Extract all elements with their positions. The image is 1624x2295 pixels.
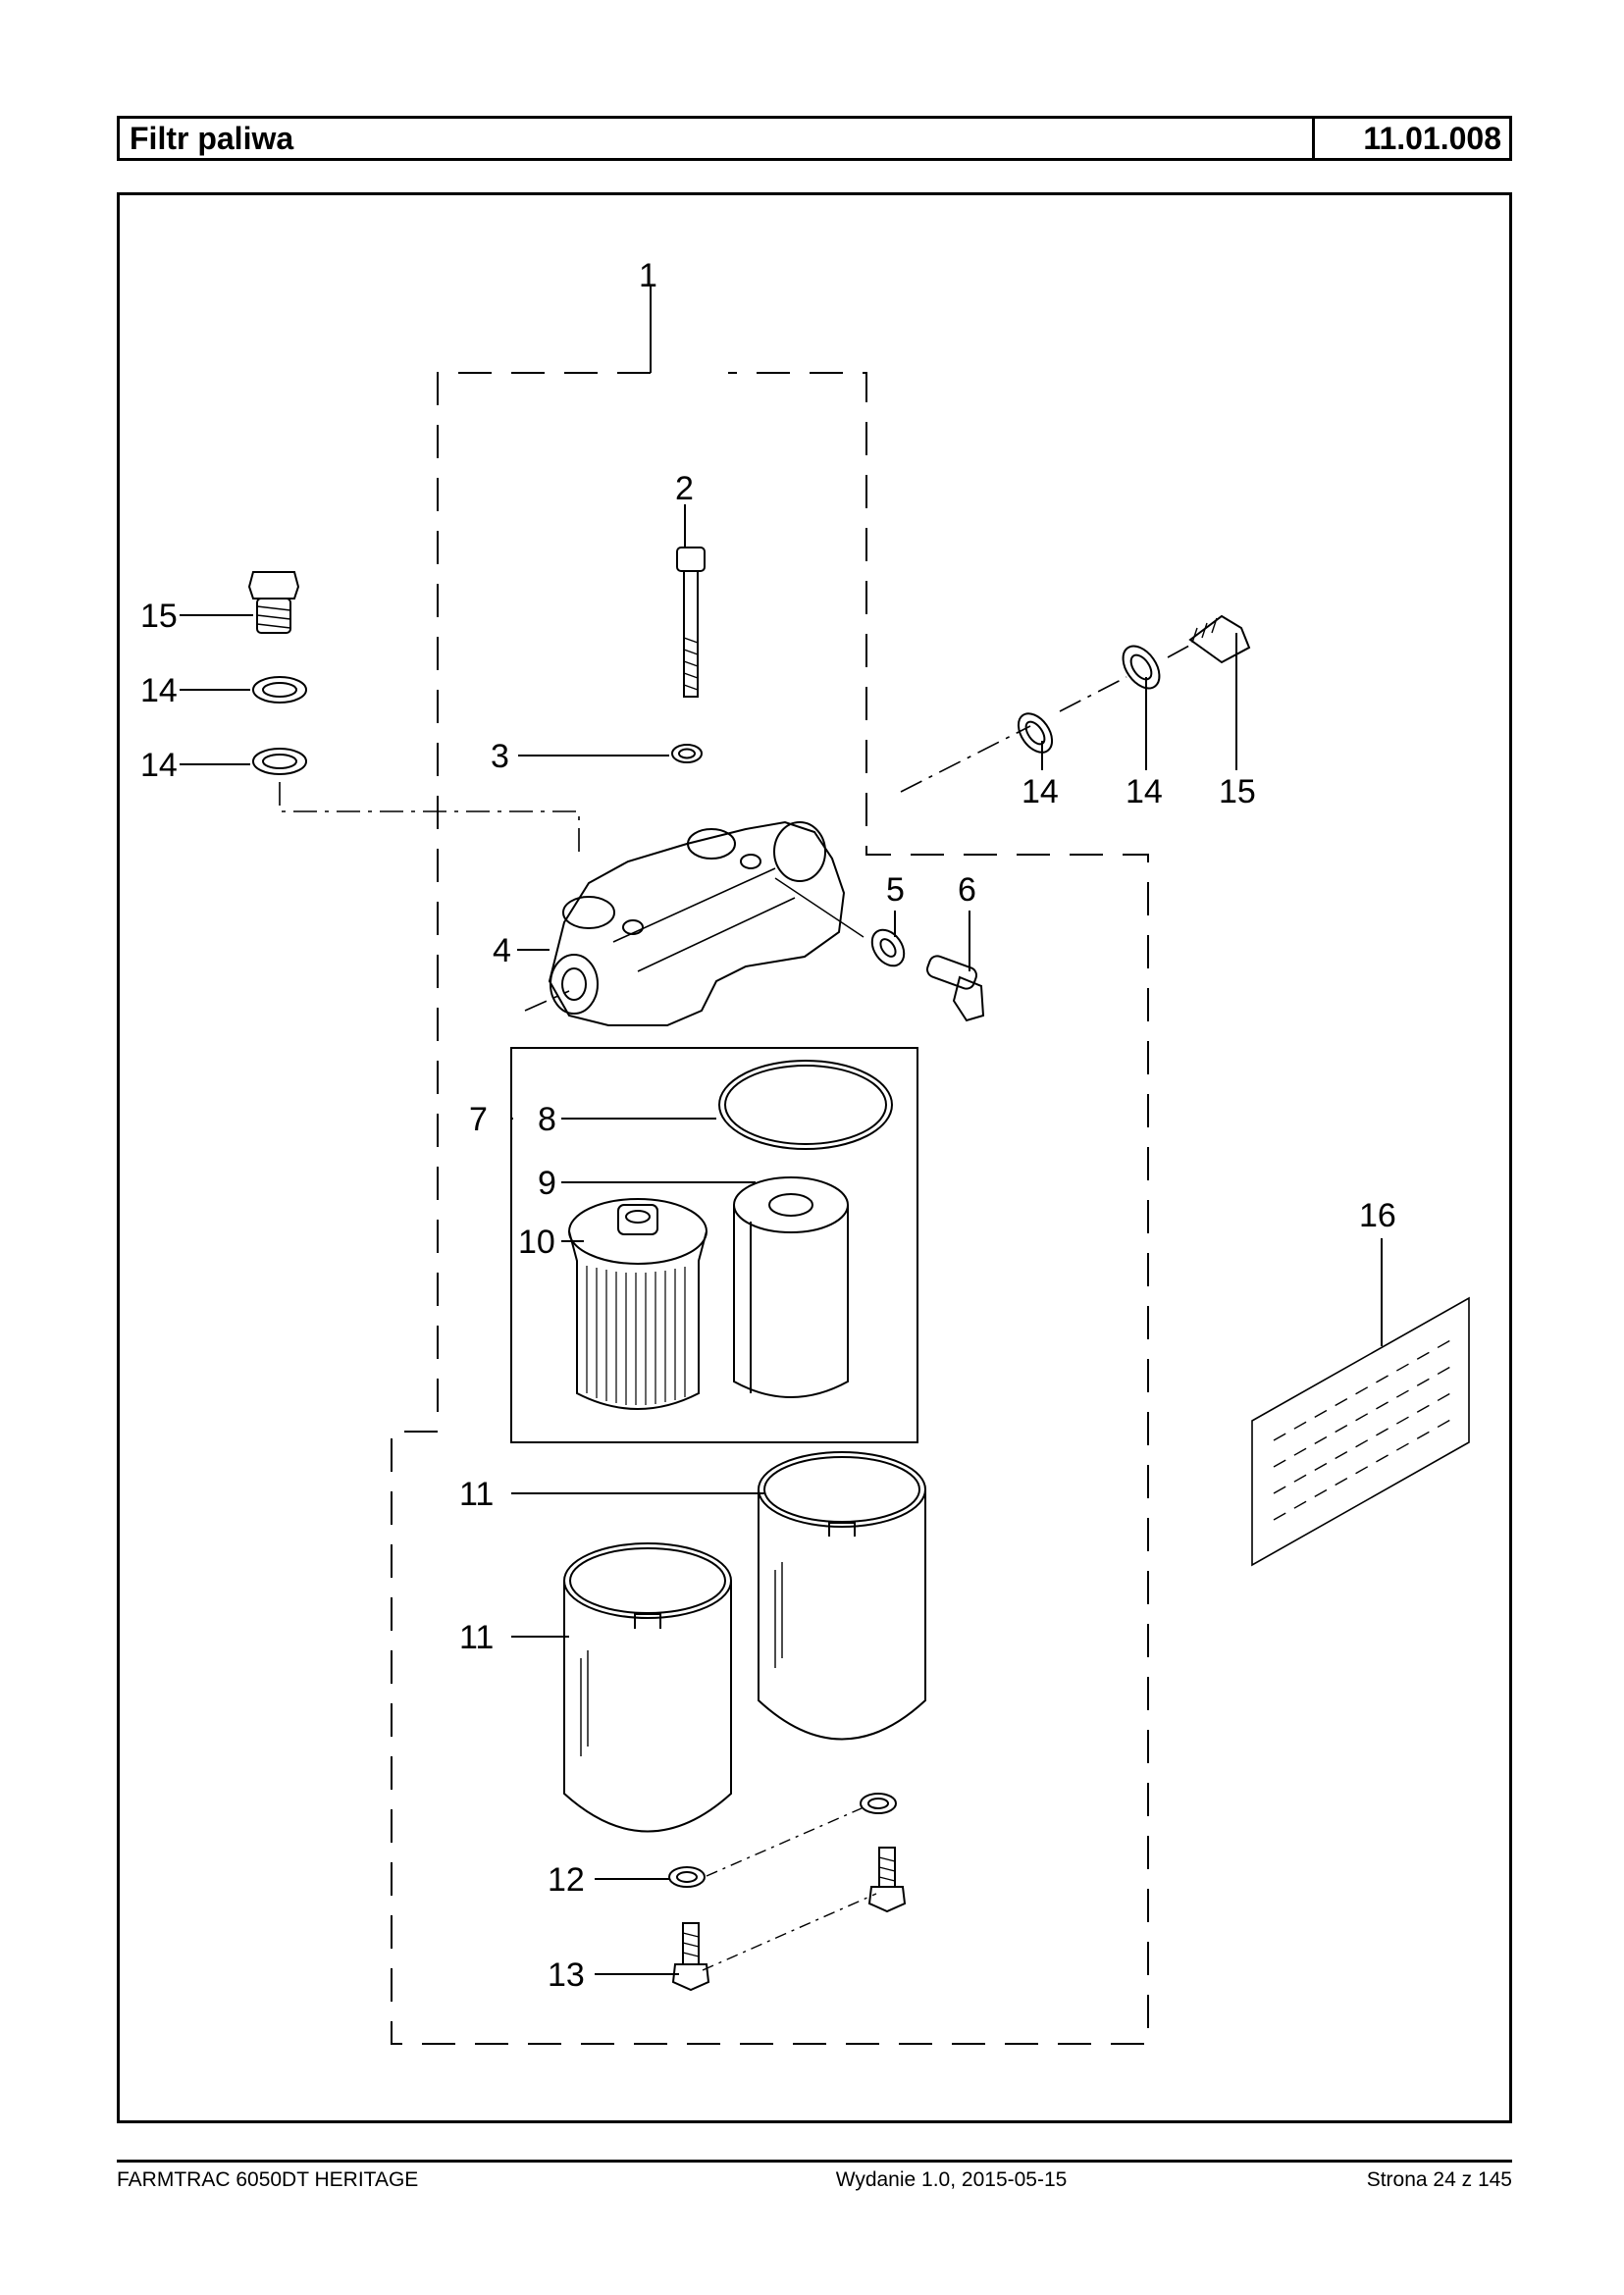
callout-1: 1 bbox=[639, 257, 657, 294]
callout-15-right: 15 bbox=[1219, 773, 1256, 810]
page-title: Filtr paliwa bbox=[120, 119, 1315, 158]
callout-6: 6 bbox=[958, 871, 976, 909]
footer-divider bbox=[117, 2160, 1512, 2163]
footer-page: Strona 24 z 145 bbox=[1366, 2168, 1512, 2191]
callout-9: 9 bbox=[538, 1165, 556, 1202]
callout-8: 8 bbox=[538, 1101, 556, 1138]
footer-edition: Wydanie 1.0, 2015-05-15 bbox=[835, 2168, 1068, 2191]
callout-11-bottom: 11 bbox=[459, 1619, 494, 1656]
callout-14-left-top: 14 bbox=[140, 672, 178, 709]
filter-kit-7-box bbox=[510, 1047, 918, 1443]
sticker-16-part bbox=[1251, 1296, 1470, 1567]
callout-16: 16 bbox=[1359, 1197, 1396, 1234]
callout-7: 7 bbox=[469, 1101, 488, 1138]
callout-5: 5 bbox=[886, 871, 905, 909]
callout-13: 13 bbox=[548, 1956, 585, 1994]
footer-model: FARMTRAC 6050DT HERITAGE bbox=[117, 2168, 419, 2191]
filter-head-4-part bbox=[548, 820, 846, 1026]
footer: FARMTRAC 6050DT HERITAGE Wydanie 1.0, 20… bbox=[117, 2168, 1512, 2192]
callout-2: 2 bbox=[675, 470, 694, 507]
callout-11-top: 11 bbox=[459, 1476, 494, 1513]
callout-14-right-1: 14 bbox=[1022, 773, 1059, 810]
callout-15-left: 15 bbox=[140, 598, 178, 635]
header-bar: Filtr paliwa 11.01.008 bbox=[117, 116, 1512, 161]
callout-12: 12 bbox=[548, 1861, 585, 1899]
diagram-frame bbox=[117, 192, 1512, 2123]
assembly-1-boundary bbox=[391, 372, 1149, 2045]
callout-4: 4 bbox=[493, 932, 511, 969]
callout-14-right-2: 14 bbox=[1126, 773, 1163, 810]
section-code: 11.01.008 bbox=[1363, 121, 1501, 156]
callout-14-left-bottom: 14 bbox=[140, 747, 178, 784]
callout-3: 3 bbox=[491, 738, 509, 775]
callout-10: 10 bbox=[518, 1224, 555, 1261]
